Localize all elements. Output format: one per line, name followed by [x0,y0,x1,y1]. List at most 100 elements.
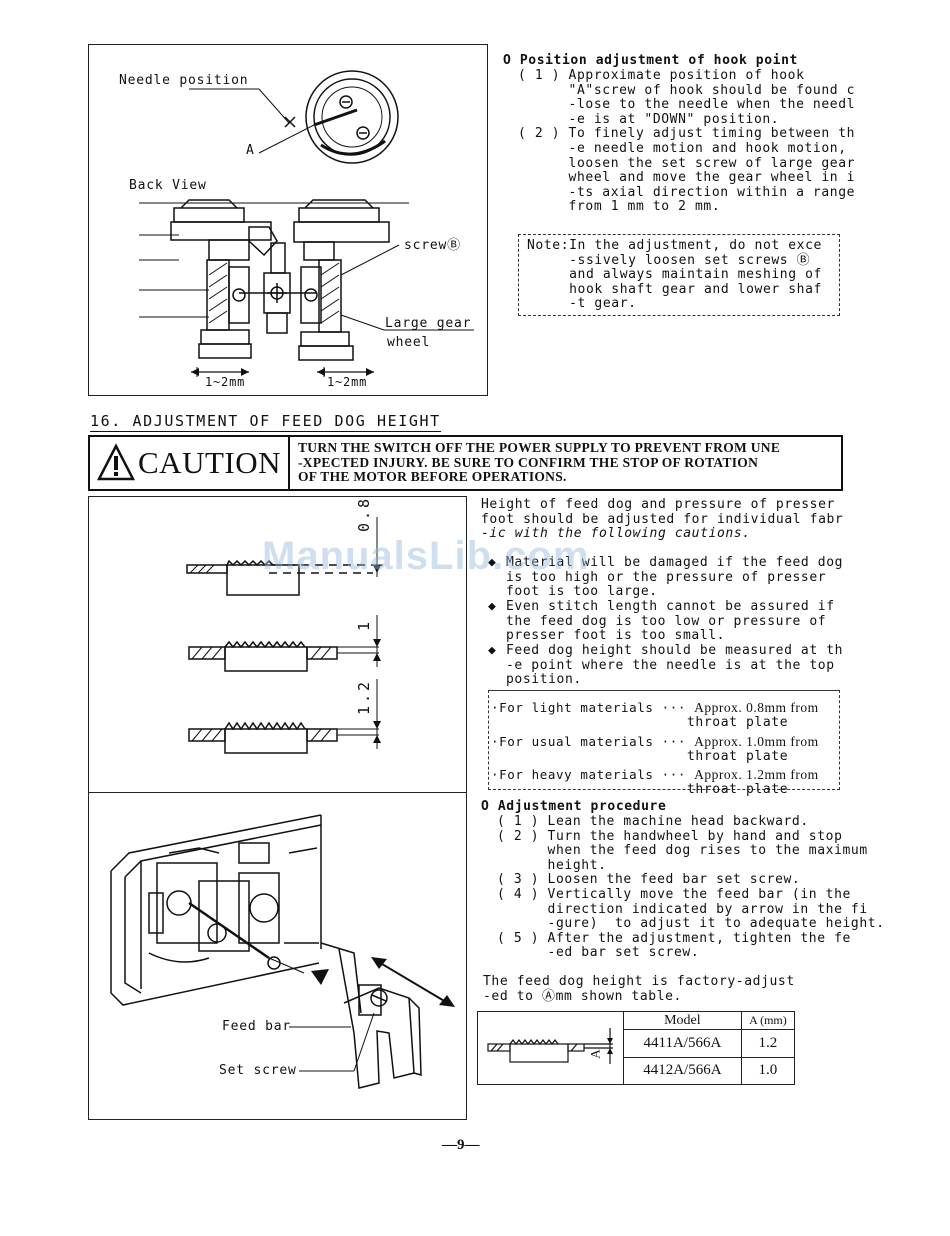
hook-line: wheel and move the gear wheel in i [518,170,856,186]
gap-left-label: 1~2mm [205,375,246,389]
table-model-cell: 4412A/566A [623,1056,742,1086]
material-sub: throat plate [687,748,789,764]
material-row: ·For heavy materials ··· Approx. 1.2mm f… [491,764,819,798]
caution-line: TURN THE SWITCH OFF THE POWER SUPPLY TO … [298,440,781,455]
machine-head-diagram [110,814,455,1089]
hook-line: -ts axial direction within a range [518,184,856,200]
large-gear-label: Large gear [385,316,472,331]
hook-line: -e is at "DOWN" position. [518,111,780,127]
procedure-line: height. [497,857,607,873]
hook-line: -e needle motion and hook motion, [518,140,847,156]
feed-bar-label: Feed bar [222,1019,292,1034]
table-model-cell: 4411A/566A [623,1029,742,1058]
caution-item-line: foot is too large. [506,584,658,600]
procedure-line: -gure) to adjust it to adequate height. [497,916,885,932]
caution-item-line: Material will be damaged if the feed dog [506,555,844,570]
table-a-cell: 1.0 [740,1056,796,1086]
feed-dog-table: A Model A (mm) 4411A/566A 1.2 4412A/566A… [477,1010,796,1086]
hook-figure: Needle position A Back View screwⒷ Large… [88,44,488,396]
table-a-label: A [587,1049,603,1059]
hook-line: ( 1 ) Approximate position of hook [518,68,805,83]
material-sub: throat plate [687,782,789,798]
hook-diagram [139,70,474,377]
material-value: Approx. 1.0mm from [694,733,819,749]
caution-label: CAUTION [138,445,281,480]
feed-bar-figure: Feed bar Set screw [88,792,467,1120]
dim-label-light: 0.8 [355,496,373,532]
procedure-heading: O Adjustment procedure [481,799,667,814]
note-line: -ssively loosen set screws Ⓑ [527,252,811,268]
intro-line: foot should be adjusted for individual f… [481,511,844,527]
hook-line: ( 2 ) To finely adjust timing between th [518,126,856,142]
hook-line: from 1 mm to 2 mm. [518,199,721,215]
material-type: ·For light materials ··· [491,700,695,715]
procedure-line: ( 5 ) After the adjustment, tighten the … [497,930,851,946]
caution-box: CAUTION TURN THE SWITCH OFF THE POWER SU… [88,435,843,491]
material-value: Approx. 1.2mm from [694,767,819,783]
procedure-line: -ed bar set screw. [497,945,700,961]
caution-line: OF THE MOTOR BEFORE OPERATIONS. [298,469,567,484]
hook-steps: ( 1 ) Approximate position of hook "A"sc… [518,68,856,215]
needle-position-label: Needle position [119,73,249,88]
note-line: hook shaft gear and lower shaf [527,281,822,297]
caution-item-line: position. [506,672,582,688]
hook-line: -lose to the needle when the needl [518,97,856,113]
feed-dog-height-figure: 0.8 1 1.2 [88,496,467,794]
hook-line: loosen the set screw of large gear [518,155,856,171]
wheel-label: wheel [387,335,431,350]
note-line: and always maintain meshing of [527,267,822,283]
diamond-bullet-icon: ◆ [488,555,497,570]
a-point-label: A [246,143,255,158]
intro-text: Height of feed dog and pressure of press… [481,497,844,542]
caution-text: TURN THE SWITCH OFF THE POWER SUPPLY TO … [298,440,781,485]
feed-dog-diagram [186,517,383,754]
caution-item-line: -e point where the needle is at the top [506,657,835,673]
material-row: ·For light materials ··· Approx. 0.8mm f… [491,697,819,731]
table-head-a: A (mm) [740,1010,796,1031]
set-screw-label: Set screw [219,1063,297,1078]
caution-item-line: is too high or the pressure of presser [506,569,827,585]
caution-item-line: the feed dog is too low or pressure of [506,613,827,629]
material-type: ·For heavy materials ··· [491,767,695,783]
note-line: Note:In the adjustment, do not exce [527,238,822,253]
procedure-line: ( 2 ) Turn the handwheel by hand and sto… [497,828,843,844]
table-diagram-cell: A [477,1011,624,1085]
procedure-line: ( 4 ) Vertically move the feed bar (in t… [497,886,851,902]
watermark: ManualsLib.com [262,534,590,578]
intro-line: Height of feed dog and pressure of press… [481,497,835,512]
hook-note-box: Note:In the adjustment, do not exce -ssi… [518,234,840,316]
procedure-line: ( 1 ) Lean the machine head backward. [497,814,809,829]
caution-item-line: presser foot is too small. [506,628,726,644]
gap-right-label: 1~2mm [327,375,368,389]
procedure-line: ( 3 ) Loosen the feed bar set screw. [497,872,801,888]
material-value: Approx. 0.8mm from [694,700,819,715]
material-sub: throat plate [687,715,789,730]
factory-line: The feed dog height is factory-adjust [483,974,795,989]
warning-triangle-icon [96,443,136,481]
page-number: —9— [442,1137,480,1153]
back-view-label: Back View [129,178,207,193]
procedure-line: when the feed dog rises to the maximum [497,843,868,859]
table-head-model: Model [623,1010,742,1031]
hook-line: "A"screw of hook should be found c [518,82,856,98]
caution-label-cell: CAUTION [90,437,290,489]
material-type: ·For usual materials ··· [491,733,695,749]
diamond-bullet-icon: ◆ [488,599,497,614]
intro-line: -ic with the following cautions. [481,526,751,542]
note-line: -t gear. [527,296,637,312]
materials-box: ·For light materials ··· Approx. 0.8mm f… [488,690,840,797]
material-row: ·For usual materials ··· Approx. 1.0mm f… [491,731,819,765]
table-a-cell: 1.2 [740,1029,796,1058]
section-title: 16. ADJUSTMENT OF FEED DOG HEIGHT [90,412,441,432]
caution-line: -XPECTED INJURY. BE SURE TO CONFIRM THE … [298,454,759,470]
procedure-steps: ( 1 ) Lean the machine head backward. ( … [497,814,885,961]
feed-dog-mini-diagram [487,1028,613,1064]
dim-label-usual: 1 [355,621,373,631]
hook-heading: O Position adjustment of hook point [503,53,798,68]
diamond-bullet-icon: ◆ [488,643,497,658]
factory-note: The feed dog height is factory-adjust -e… [483,974,795,1004]
procedure-line: direction indicated by arrow in the fi [497,901,868,917]
factory-line: -ed to Ⓐmm shown table. [483,988,682,1004]
caution-item-line: Even stitch length cannot be assured if [506,599,835,614]
caution-item-line: Feed dog height should be measured at th [506,643,844,658]
